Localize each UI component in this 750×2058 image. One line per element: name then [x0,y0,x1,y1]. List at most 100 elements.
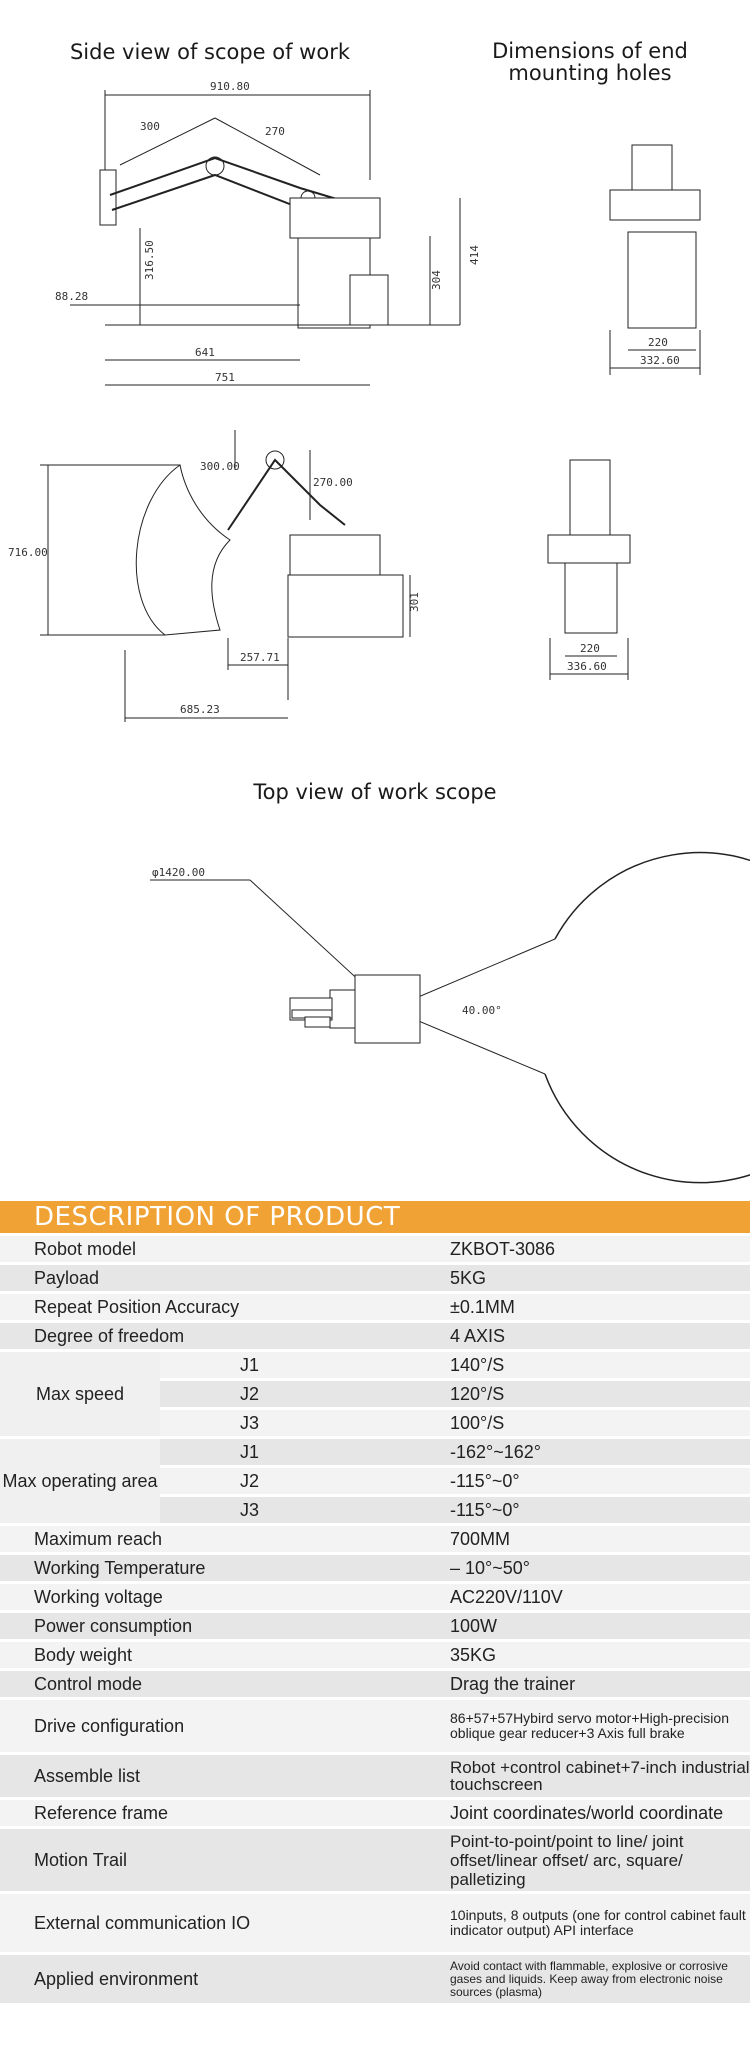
spec-value: -162°~162° [430,1439,750,1465]
spec-value: 10inputs, 8 outputs (one for control cab… [430,1894,750,1952]
joint-label: J1 [160,1352,430,1378]
spec-row: Repeat Position Accuracy±0.1MM [0,1294,750,1320]
dim-332: 332.60 [640,354,680,367]
side-view-title: Side view of scope of work [69,40,351,64]
end-mount-title: Dimensions of end mounting holes [492,39,688,85]
spec-label: Reference frame [0,1800,430,1826]
spec-value: 5KG [430,1265,750,1291]
spec-value: ZKBOT-3086 [430,1236,750,1262]
spec-label: Applied environment [0,1955,430,2003]
dim-751: 751 [215,371,235,384]
spec-label: Working Temperature [0,1555,430,1581]
dim-300b: 300.00 [200,460,240,473]
spec-row: Max speed J1 140°/S [0,1352,750,1436]
spec-value: 700MM [430,1526,750,1552]
spec-label: Robot model [0,1236,430,1262]
side-view-robot [70,90,460,385]
top-view-robot [150,853,750,1183]
side-view-2-robot [40,430,410,722]
dim-316: 316.50 [143,240,156,280]
dim-910: 910.80 [210,80,250,93]
spec-row: Working Temperature– 10°~50° [0,1555,750,1581]
joint-label: J2 [160,1468,430,1494]
spec-header: DESCRIPTION OF PRODUCT [0,1201,750,1233]
dim-716: 716.00 [8,546,48,559]
spec-value: -115°~0° [430,1497,750,1523]
dim-685: 685.23 [180,703,220,716]
top-view-title: Top view of work scope [253,780,497,804]
spec-value: 120°/S [430,1381,750,1407]
dim-641: 641 [195,346,215,359]
max-speed-label: Max speed [0,1352,160,1436]
end-mount-view-2 [548,460,630,680]
spec-label: Payload [0,1265,430,1291]
max-area-label: Max operating area [0,1439,160,1523]
spec-label: Degree of freedom [0,1323,430,1349]
joint-label: J2 [160,1381,430,1407]
spec-label: Motion Trail [0,1829,430,1891]
spec-row: J2 120°/S [0,1381,750,1407]
dim-40: 40.00° [462,1004,502,1017]
dim-304: 304 [430,270,443,290]
spec-value: Drag the trainer [430,1671,750,1697]
spec-value: 100°/S [430,1410,750,1436]
spec-label: Repeat Position Accuracy [0,1294,430,1320]
joint-label: J3 [160,1497,430,1523]
spec-label: External communication IO [0,1894,430,1952]
dim-301: 301 [408,592,421,612]
dim-1420: φ1420.00 [152,866,205,879]
spec-label: Body weight [0,1642,430,1668]
spec-value: Avoid contact with flammable, explosive … [430,1955,750,2003]
spec-label: Drive configuration [0,1700,430,1752]
spec-label: Working voltage [0,1584,430,1610]
dim-220b: 220 [580,642,600,655]
spec-row: J3 -115°~0° [0,1497,750,1523]
spec-value: – 10°~50° [430,1555,750,1581]
spec-value: 35KG [430,1642,750,1668]
spec-label: Power consumption [0,1613,430,1639]
spec-value: Robot +control cabinet+7-inch industrial… [430,1755,750,1797]
spec-row: Max operating area J1 -162°~162° [0,1439,750,1523]
dim-257: 257.71 [240,651,280,664]
dim-336: 336.60 [567,660,607,673]
spec-value: Point-to-point/point to line/ joint offs… [430,1829,750,1891]
dim-270a: 270 [265,125,285,138]
dim-414: 414 [468,245,481,265]
spec-value: -115°~0° [430,1468,750,1494]
joint-label: J1 [160,1439,430,1465]
technical-drawings: Side view of scope of work Dimensions of… [8,39,750,1195]
spec-row: J2 -115°~0° [0,1468,750,1494]
dim-270b: 270.00 [313,476,353,489]
spec-value: ±0.1MM [430,1294,750,1320]
spec-value: 100W [430,1613,750,1639]
dim-220a: 220 [648,336,668,349]
spec-value: Joint coordinates/world coordinate [430,1800,750,1826]
joint-label: J3 [160,1410,430,1436]
spec-row: J3 100°/S [0,1410,750,1436]
spec-value: 140°/S [430,1352,750,1378]
spec-value: 86+57+57Hybird servo motor+High-precisio… [430,1700,750,1752]
spec-label: Maximum reach [0,1526,430,1552]
spec-label: Assemble list [0,1755,430,1797]
drawing-canvas: 910.80 300 270 316.50 304 414 88.28 641 … [8,80,750,1195]
dim-300a: 300 [140,120,160,133]
spec-label: Control mode [0,1671,430,1697]
end-mount-view-1 [610,145,700,375]
